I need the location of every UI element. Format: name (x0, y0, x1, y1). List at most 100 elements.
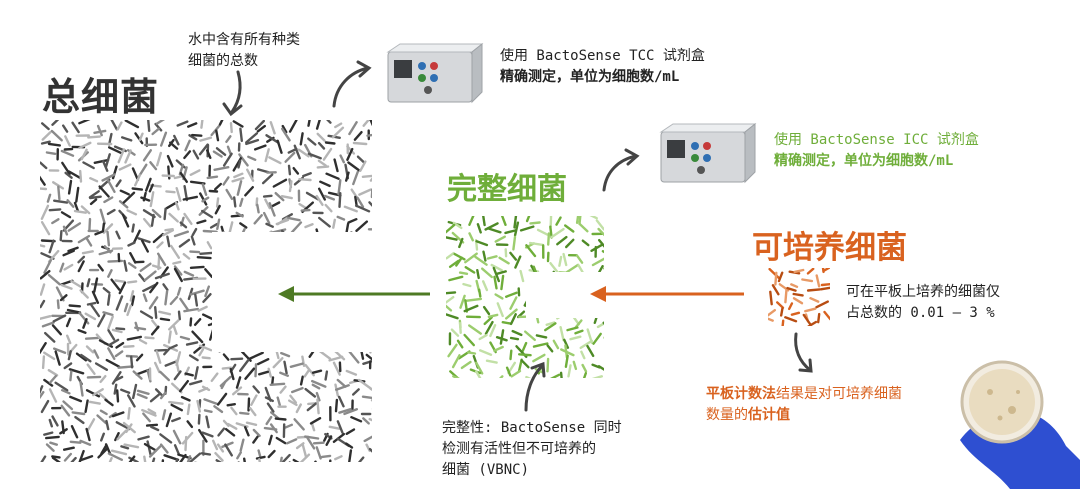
bacterium-mark (153, 306, 158, 319)
bacterium-mark (159, 433, 173, 444)
bacterium-mark (514, 255, 522, 269)
bacterium-mark (141, 408, 157, 417)
bacterium-mark (198, 348, 205, 357)
bacterium-mark (178, 380, 190, 393)
bacterium-mark (184, 372, 194, 377)
bacterium-mark (106, 230, 111, 247)
bacterium-mark (332, 432, 346, 443)
bacterium-mark (138, 132, 144, 142)
bacterium-mark (119, 189, 130, 196)
bacterium-mark (815, 274, 821, 288)
bacterium-mark (235, 269, 247, 281)
bacterium-mark (238, 228, 246, 240)
bacterium-mark (269, 261, 273, 277)
bacterium-mark (360, 349, 365, 360)
bacterium-mark (51, 415, 59, 427)
bacterium-mark (242, 321, 249, 332)
bacterium-mark (475, 361, 484, 375)
bacterium-mark (245, 138, 260, 146)
bacterium-mark (103, 196, 114, 204)
bacterium-mark (300, 339, 307, 351)
bacterium-mark (175, 186, 182, 202)
bacterium-mark (343, 205, 358, 213)
bacterium-mark (118, 200, 129, 209)
bacterium-mark (340, 275, 352, 285)
bacterium-mark (126, 455, 136, 462)
bacterium-mark (47, 142, 61, 147)
bacterium-mark (115, 421, 131, 431)
bacterium-mark (532, 353, 546, 363)
bacterium-mark (275, 436, 287, 445)
bacterium-mark (106, 179, 116, 194)
bacterium-mark (51, 120, 62, 126)
bacterium-mark (113, 383, 118, 395)
bacterium-mark (505, 291, 518, 298)
bacterium-mark (183, 212, 193, 226)
bacterium-mark (253, 263, 267, 268)
bacterium-mark (347, 161, 361, 172)
bacterium-mark (142, 412, 152, 423)
bacterium-mark (545, 321, 556, 326)
bacterium-mark (163, 207, 167, 221)
culturable-note-line-1: 可在平板上培养的细菌仅 (846, 284, 1000, 300)
bacterium-mark (79, 380, 84, 397)
bacterium-mark (62, 446, 75, 451)
bacterium-mark (127, 407, 131, 420)
bacterium-mark (216, 392, 228, 406)
bacterium-mark (523, 297, 530, 307)
bacterium-mark (292, 166, 300, 175)
bacterium-mark (86, 301, 97, 306)
bacterium-mark (78, 141, 92, 150)
bacterium-mark (41, 130, 52, 141)
bacterium-mark (78, 169, 83, 183)
bacterium-mark (307, 273, 316, 289)
bacterium-mark (265, 415, 273, 426)
bacterium-mark (581, 363, 588, 373)
bacterium-mark (253, 214, 263, 225)
bacterium-mark (362, 359, 372, 365)
bacterium-mark (115, 179, 122, 188)
bacterium-mark (149, 161, 158, 171)
bacterium-mark (288, 180, 293, 193)
bacterium-mark (261, 173, 274, 185)
bacterium-mark (304, 233, 315, 237)
bacterium-mark (597, 365, 604, 374)
bacterium-mark (97, 447, 109, 459)
bacterium-mark (784, 316, 798, 323)
bacterium-mark (77, 234, 91, 244)
bacterium-mark (489, 324, 497, 338)
bacterium-mark (306, 318, 316, 332)
bacterium-mark (189, 180, 206, 185)
bacterium-mark (108, 120, 119, 131)
bacterium-mark (768, 268, 781, 280)
bacterium-mark (333, 240, 338, 250)
bacterium-mark (73, 209, 88, 214)
bacterium-mark (265, 134, 280, 144)
bacterium-mark (116, 429, 128, 441)
bacterium-mark (136, 393, 148, 400)
bacterium-mark (200, 452, 212, 456)
bacterium-mark (194, 293, 199, 307)
bacterium-mark (151, 127, 160, 136)
bacterium-mark (332, 325, 336, 336)
bacterium-mark (215, 197, 220, 208)
bacterium-mark (228, 238, 240, 249)
bacterium-mark (254, 298, 266, 309)
bacterium-mark (151, 208, 162, 219)
bacterium-mark (278, 275, 291, 285)
bacterium-mark (806, 288, 821, 292)
bacterium-mark (338, 191, 342, 209)
bacterium-mark (304, 222, 314, 229)
bacterium-mark (231, 176, 245, 183)
total-bacteria-title: 总细菌 (42, 75, 160, 119)
plate-line-2-pre: 数量的 (706, 407, 748, 423)
bacterium-mark (822, 268, 830, 272)
bacterium-mark (293, 315, 305, 326)
bacterium-mark (150, 325, 160, 336)
bacterium-mark (181, 431, 194, 445)
bacterium-mark (309, 331, 324, 336)
bacterium-mark (224, 443, 234, 457)
bacterium-mark (346, 230, 353, 243)
bacterium-mark (374, 456, 375, 468)
bacterium-mark (218, 120, 226, 126)
